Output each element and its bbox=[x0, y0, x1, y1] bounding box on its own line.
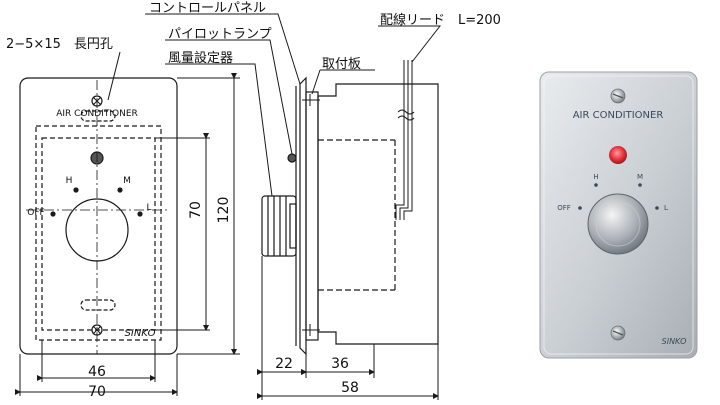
side-control-panel bbox=[299, 76, 307, 356]
front-plate-outline bbox=[19, 77, 178, 355]
height-inner-dim: 70 bbox=[188, 201, 204, 219]
control-panel-label: コントロールパネル bbox=[149, 1, 266, 16]
height-dimensions bbox=[155, 73, 240, 355]
top-slot-hole bbox=[80, 110, 116, 122]
speed-h-label: H bbox=[66, 176, 73, 186]
depth-dimensions bbox=[257, 256, 439, 400]
leader-lines bbox=[145, 13, 442, 197]
product-photo: AIR CONDITIONER H M OFF L SINKO bbox=[539, 71, 698, 359]
inner-box-dashed bbox=[35, 125, 162, 341]
width-inner-dim: 46 bbox=[88, 364, 106, 380]
fan-setting-label: 風量設定器 bbox=[168, 50, 233, 66]
front-panel-text: AIR CONDITIONER H M OFF L SINKO bbox=[27, 109, 155, 339]
photo-l-dot bbox=[655, 206, 659, 210]
side-knob bbox=[261, 195, 297, 257]
side-box-body bbox=[317, 83, 439, 345]
depth-total-dim: 58 bbox=[341, 380, 359, 396]
photo-h-dot bbox=[594, 183, 598, 187]
bottom-slot-hole bbox=[80, 299, 116, 311]
photo-m-dot bbox=[638, 183, 642, 187]
speed-l-label: L bbox=[146, 203, 151, 213]
photo-speed-h: H bbox=[593, 173, 598, 181]
wiring-lead-label: 配線リード L=200 bbox=[380, 12, 501, 28]
side-view bbox=[261, 60, 439, 356]
photo-speed-m: M bbox=[637, 173, 643, 181]
brand-label: SINKO bbox=[125, 328, 156, 339]
photo-title: AIR CONDITIONER bbox=[573, 110, 664, 121]
m-dot bbox=[117, 187, 123, 193]
depth-front-dim: 22 bbox=[275, 356, 293, 372]
side-mount-plate bbox=[305, 91, 319, 341]
photo-pilot-lamp bbox=[609, 146, 627, 164]
speed-off-label: OFF bbox=[27, 208, 44, 218]
slot-holes-label: 2−5×15 長円孔 bbox=[6, 37, 113, 52]
off-dot bbox=[50, 211, 56, 217]
speed-m-label: M bbox=[123, 176, 131, 186]
wiring-lead bbox=[395, 60, 413, 220]
width-outer-dim: 70 bbox=[88, 384, 106, 400]
side-pilot-lamp bbox=[287, 153, 297, 163]
front-view bbox=[19, 77, 178, 355]
photo-knob bbox=[587, 193, 649, 255]
mount-plate-label: 取付板 bbox=[322, 57, 361, 72]
photo-speed-off: OFF bbox=[557, 204, 571, 212]
photo-off-dot bbox=[578, 206, 582, 210]
inner-box-dashed-2 bbox=[41, 137, 156, 331]
h-dot bbox=[73, 187, 79, 193]
depth-back-dim: 36 bbox=[331, 356, 349, 372]
l-dot bbox=[137, 211, 143, 217]
panel-title: AIR CONDITIONER bbox=[56, 109, 138, 119]
width-dimensions bbox=[15, 340, 178, 396]
pilot-lamp-label: パイロットランプ bbox=[168, 27, 272, 42]
height-outer-dim: 120 bbox=[216, 197, 232, 224]
photo-speed-l: L bbox=[664, 204, 668, 212]
photo-brand: SINKO bbox=[662, 337, 687, 346]
